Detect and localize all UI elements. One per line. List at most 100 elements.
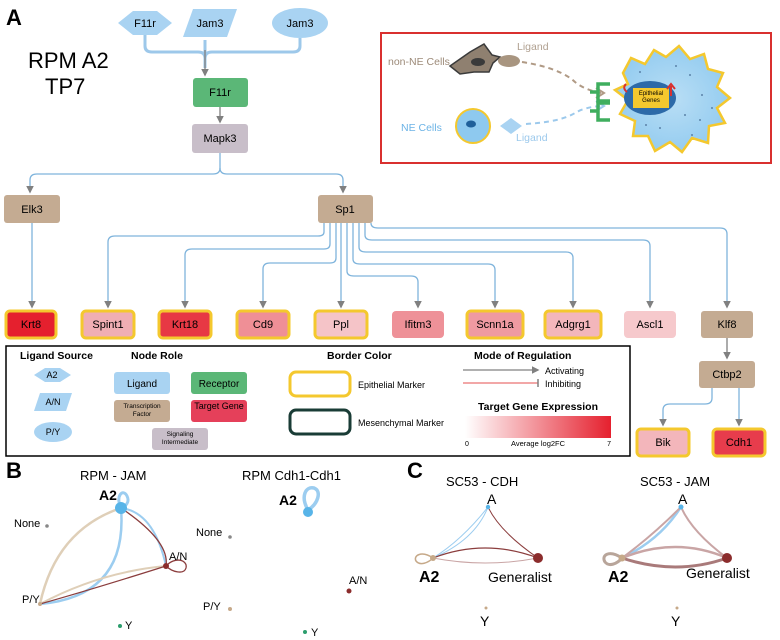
target-label: Krt8	[21, 319, 41, 331]
target-box	[392, 311, 444, 338]
edge-lig3-receptor	[203, 38, 302, 68]
network-node-none[interactable]	[228, 535, 232, 539]
tf-node-sp1[interactable]: Sp1	[318, 195, 373, 223]
target-box	[711, 427, 767, 458]
tf-node-klf8[interactable]: Klf8	[701, 311, 753, 338]
node-label-y: Y	[311, 627, 319, 639]
network-node-a2[interactable]	[430, 555, 436, 561]
legend-source-a2: A2	[46, 370, 57, 380]
target-ascl1[interactable]: Ascl1	[624, 311, 676, 338]
target-scnn1a[interactable]: Scnn1a	[465, 309, 525, 340]
node-label-generalist: Generalist	[686, 565, 750, 581]
legend-role-intermediate: Signaling Intermediate	[161, 431, 199, 446]
ligand-bottom-diamond	[500, 118, 522, 134]
legend-target-swatch	[191, 400, 247, 422]
node-label-an: A/N	[169, 551, 187, 563]
legend-parallelogram-icon	[34, 393, 72, 411]
non-ne-nucleus	[471, 58, 485, 66]
node-label-none: None	[14, 518, 40, 530]
network-title: SC53 - CDH	[446, 474, 518, 489]
ligand-label: F11r	[134, 18, 156, 30]
target-ppl[interactable]: Ppl	[313, 309, 369, 340]
ligand-node-jam3-an[interactable]: Jam3	[183, 9, 237, 37]
node-label-an: A/N	[349, 575, 367, 587]
target-box	[465, 309, 525, 340]
receptor-icon	[590, 101, 610, 122]
edge-sp1-spint1	[104, 223, 325, 309]
legend-receptor-swatch	[191, 372, 247, 394]
legend-inhibiting: Inhibiting	[545, 379, 581, 389]
network-node-y[interactable]	[303, 630, 307, 634]
target-box	[543, 309, 603, 340]
network-title: RPM - JAM	[80, 468, 146, 483]
legend-expression-gradient	[465, 416, 611, 438]
target-box	[635, 427, 691, 458]
legend-ligand-swatch	[114, 372, 170, 394]
target-bik[interactable]: Bik	[635, 427, 691, 458]
node-label-generalist: Generalist	[488, 569, 552, 585]
ligand-node-f11r[interactable]: F11r	[118, 11, 172, 35]
network-node-a2[interactable]	[115, 502, 127, 514]
target-label: Cdh1	[726, 437, 752, 449]
ligand-label: Jam3	[287, 18, 314, 30]
network-node-y[interactable]	[484, 606, 488, 610]
receptor-node[interactable]: F11r	[193, 78, 248, 107]
tf-label: Klf8	[718, 319, 737, 331]
target-cdh1[interactable]: Cdh1	[711, 427, 767, 458]
ligand-label: Jam3	[197, 18, 224, 30]
tf-box	[4, 195, 60, 223]
network-node-an[interactable]	[346, 588, 352, 594]
epithelial-genes-box	[633, 88, 669, 108]
network-node-a2[interactable]	[618, 554, 626, 562]
network-node-y[interactable]	[675, 606, 679, 610]
target-ifitm3[interactable]: Ifitm3	[392, 311, 444, 338]
edge-sp1-scnn1a	[352, 223, 499, 309]
edge-sp1-ascl1	[364, 223, 654, 309]
target-krt18[interactable]: Krt18	[157, 309, 213, 340]
legend-expression-label: Average log2FC	[511, 439, 566, 448]
node-label-none: None	[196, 527, 222, 539]
network-node-py[interactable]	[228, 607, 232, 611]
network-node-an[interactable]	[163, 563, 169, 569]
tf-label: Ctbp2	[712, 369, 741, 381]
target-krt8[interactable]: Krt8	[4, 309, 58, 340]
tf-node-elk3[interactable]: Elk3	[4, 195, 60, 223]
receptor-label: F11r	[209, 87, 231, 99]
target-cd9[interactable]: Cd9	[235, 309, 291, 340]
tf-label: Elk3	[21, 204, 42, 216]
tf-label: Sp1	[335, 204, 355, 216]
target-box	[157, 309, 213, 340]
tf-box	[701, 311, 753, 338]
network-node-py[interactable]	[38, 602, 42, 606]
network-sc53-cdh: SC53 - CDH A A2 Generalist Y	[414, 474, 552, 629]
network-node-a2[interactable]	[303, 507, 313, 517]
ligand-node-jam3-py[interactable]: Jam3	[272, 8, 328, 38]
target-adgrg1[interactable]: Adgrg1	[543, 309, 603, 340]
legend-node-role-title: Node Role	[131, 350, 183, 362]
inset-ligand-bottom: Ligand	[516, 132, 548, 144]
network-node-none[interactable]	[45, 524, 49, 528]
tf-node-ctbp2[interactable]: Ctbp2	[699, 361, 755, 388]
legend-expression-min: 0	[465, 441, 469, 448]
legend-hexagon-icon	[34, 368, 71, 382]
edge-ctbp2-bik	[659, 388, 713, 427]
target-spint1[interactable]: Spint1	[80, 309, 136, 340]
node-label-a2: A2	[279, 492, 297, 508]
target-box	[80, 309, 136, 340]
edge-mapk3-elk3	[26, 153, 221, 194]
target-label: Ppl	[333, 319, 349, 331]
panel-label-b: B	[6, 458, 22, 483]
legend-mesenchymal-swatch	[288, 408, 352, 436]
network-node-y[interactable]	[118, 624, 122, 628]
legend-border-title: Border Color	[327, 350, 392, 362]
epithelial-genes-label: Epithelial Genes	[638, 91, 664, 104]
intermediate-node-mapk3[interactable]: Mapk3	[192, 124, 248, 153]
network-node-generalist[interactable]	[722, 553, 732, 563]
tf-box	[699, 361, 755, 388]
network-node-a[interactable]	[678, 504, 684, 510]
network-node-generalist[interactable]	[533, 553, 543, 563]
network-node-a[interactable]	[485, 504, 491, 510]
node-label-y: Y	[671, 613, 681, 629]
network-title: RPM Cdh1-Cdh1	[242, 468, 341, 483]
